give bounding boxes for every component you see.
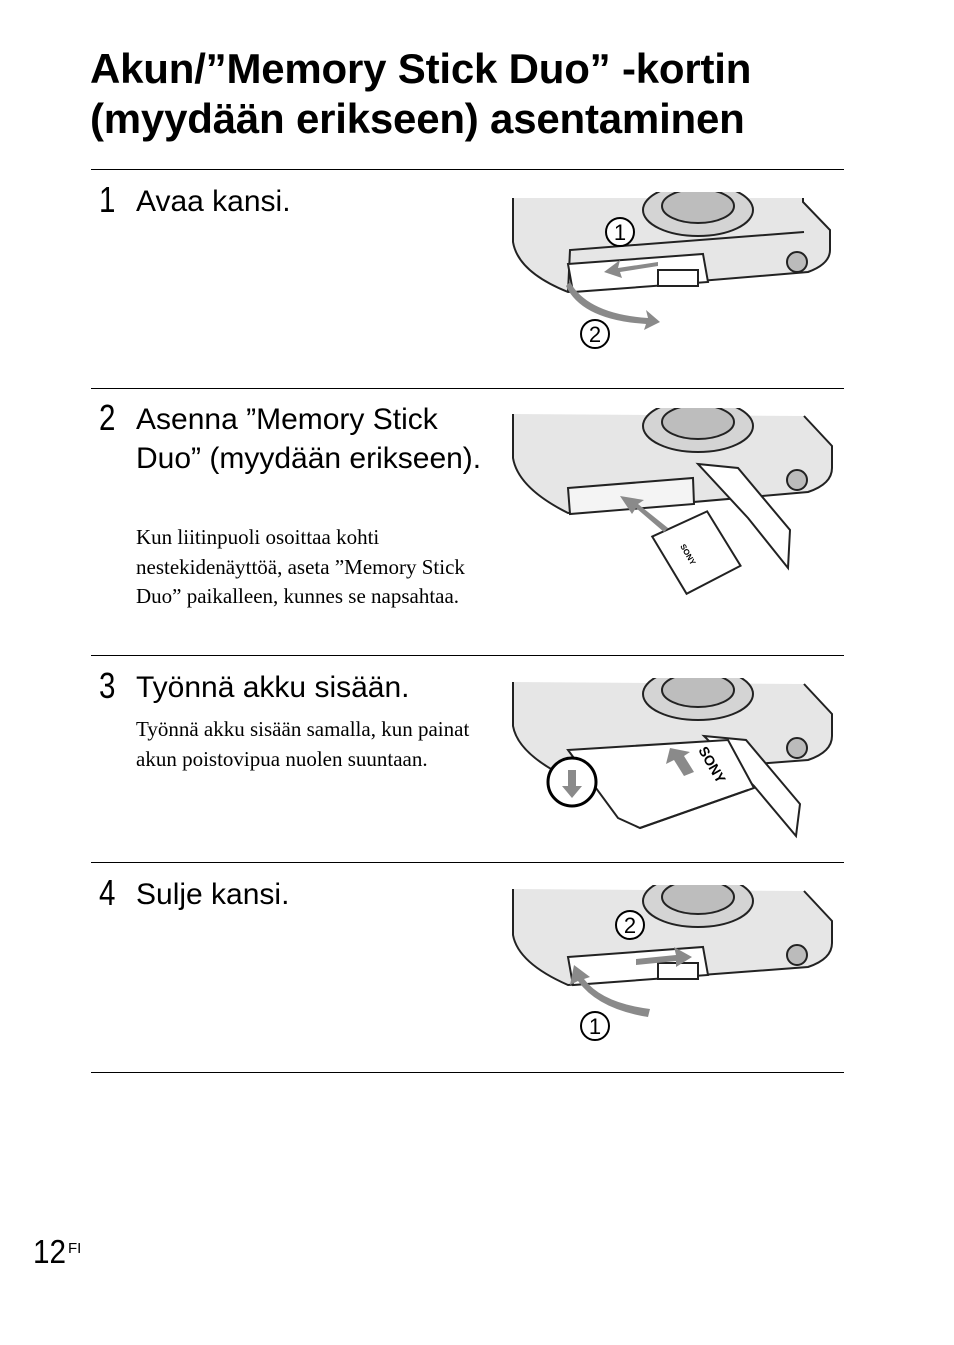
step-heading: Avaa kansi.: [136, 185, 291, 218]
insert-memory-stick-illustration: SONY: [512, 408, 833, 596]
close-cover-illustration: 2 1: [512, 885, 833, 1041]
step-number: 4: [99, 872, 116, 913]
divider: [91, 655, 844, 656]
callout-2-icon: [615, 910, 645, 940]
step-number: 1: [99, 179, 116, 220]
page-title-line-1: Akun/”Memory Stick Duo” -kortin: [90, 45, 752, 92]
divider: [91, 169, 844, 170]
callout-1-icon: [605, 217, 635, 247]
step-number: 2: [99, 397, 116, 438]
callout-label: 2: [624, 913, 636, 938]
step-body: Kun liitinpuoli osoittaa kohti nestekide…: [136, 525, 465, 608]
step-body: Työnnä akku sisään samalla, kun painat a…: [136, 717, 470, 771]
callout-1-icon: [580, 1011, 610, 1041]
step-heading: Työnnä akku sisään.: [136, 671, 410, 704]
page-title-line-2: (myydään erikseen) asentaminen: [90, 95, 745, 142]
divider: [91, 862, 844, 863]
callout-label: 2: [589, 322, 601, 347]
insert-battery-illustration: SONY: [512, 678, 833, 839]
open-cover-illustration: 1 2: [512, 192, 831, 349]
step-heading: Sulje kansi.: [136, 878, 290, 911]
step-heading: Asenna ”Memory Stick Duo” (myydään eriks…: [136, 403, 482, 475]
callout-2-icon: [580, 319, 610, 349]
callout-label: 1: [614, 220, 626, 245]
step-number: 3: [99, 665, 116, 706]
divider: [91, 388, 844, 389]
page-title: Akun/”Memory Stick Duo” -kortin (myydään…: [90, 44, 870, 144]
callout-label: 1: [589, 1014, 601, 1039]
page-number: 12: [33, 1233, 67, 1270]
page-language-code: FI: [68, 1240, 82, 1257]
divider: [91, 1072, 844, 1073]
